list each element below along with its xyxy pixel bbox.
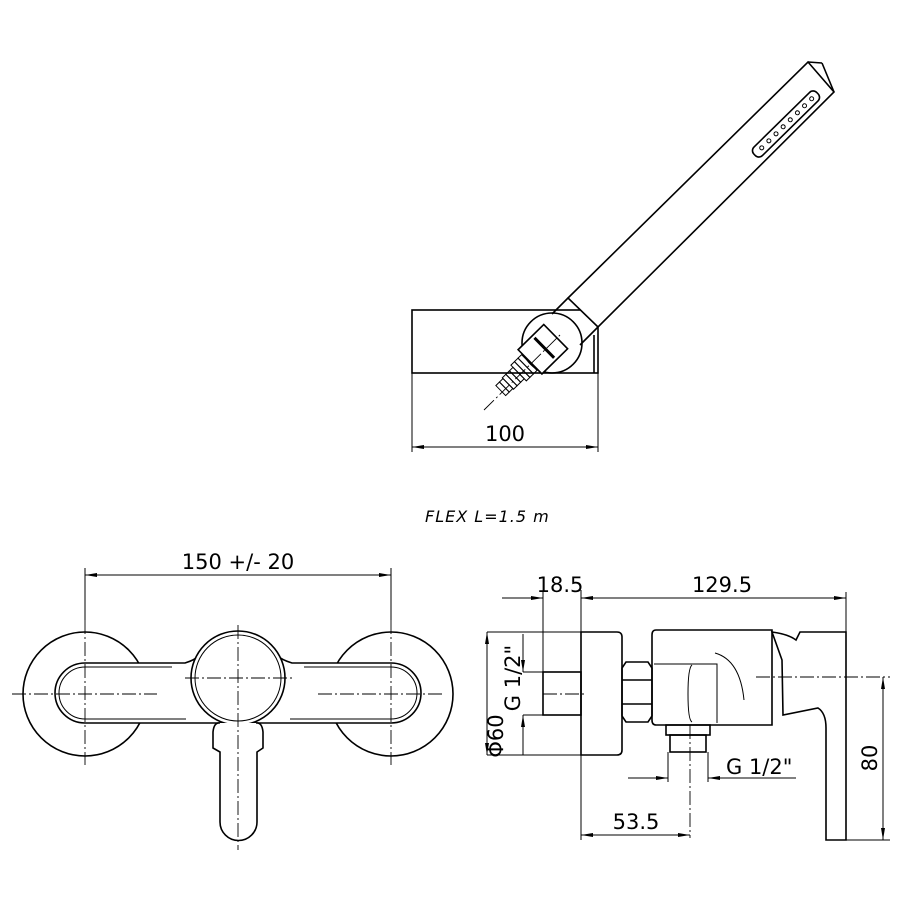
lever-side — [770, 631, 847, 841]
outlet-nipple — [665, 724, 711, 736]
hand-shower-handle — [566, 60, 836, 329]
diameter-dimension: Φ60 — [484, 632, 508, 758]
width-dimension: 100 — [411, 373, 599, 452]
wall-bracket-outline — [411, 309, 599, 374]
wall-flange-side — [580, 631, 623, 756]
outlet-offset-dimension: 53.5 — [581, 810, 690, 837]
spacing-dimension: 150 +/- 20 — [84, 550, 392, 620]
hose-length-note: FLEX L=1.5 m — [425, 507, 550, 526]
front-view-mixer: 150 +/- 20 — [12, 550, 454, 850]
depth-dim-2-label: 129.5 — [692, 573, 752, 597]
inlet-thread-label: G 1/2" — [501, 645, 525, 711]
spray-face — [751, 90, 821, 158]
spacing-dim-label: 150 +/- 20 — [182, 550, 294, 574]
side-view-mixer: 18.5 129.5 Φ60 G 1/2" G 1/2" 53.5 80 — [484, 573, 890, 841]
mixer-body-side — [651, 629, 773, 726]
height-dimension: 80 — [858, 677, 885, 840]
inlet-pipe — [542, 671, 582, 716]
diameter-dim-label: Φ60 — [484, 714, 508, 757]
hose-connector — [495, 323, 569, 397]
width-dim-label: 100 — [485, 422, 525, 446]
depth-dimension-129-5: 129.5 — [610, 573, 846, 600]
depth-dim-1-label: 18.5 — [537, 573, 584, 597]
outlet-thread-dimension: G 1/2" — [628, 755, 796, 780]
hex-nut — [621, 661, 653, 723]
depth-dimension-18-5: 18.5 — [502, 573, 610, 600]
inlet-thread-dimension: G 1/2" — [501, 634, 525, 755]
height-dim-label: 80 — [858, 745, 882, 772]
outlet-thread-label: G 1/2" — [726, 755, 792, 779]
outlet-offset-label: 53.5 — [613, 810, 660, 834]
top-view-hand-shower: 100 FLEX L=1.5 m — [411, 60, 836, 526]
